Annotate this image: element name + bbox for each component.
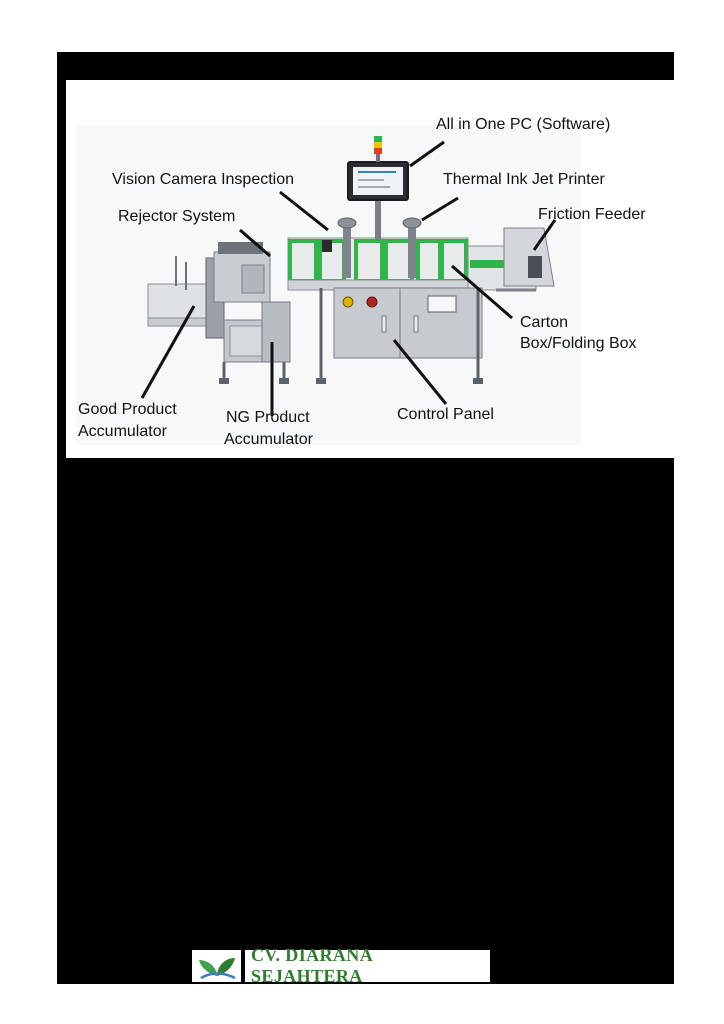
label-control-panel: Control Panel — [397, 406, 494, 423]
printer-heads — [322, 217, 422, 278]
label-ng-product-line1: NG Product — [226, 409, 310, 426]
label-good-product-line1: Good Product — [78, 401, 177, 418]
label-carton-line2: Box/Folding Box — [520, 335, 637, 352]
ng-product-box — [219, 301, 291, 384]
label-vision-camera: Vision Camera Inspection — [112, 171, 295, 188]
label-friction-feeder: Friction Feeder — [538, 206, 646, 223]
all-in-one-pc — [347, 136, 409, 240]
label-carton-line1: Carton — [520, 314, 569, 331]
control-cabinet — [316, 287, 483, 384]
callout-leader-lines — [140, 140, 557, 416]
rejector-unit — [205, 242, 271, 339]
company-logo-bar: CV. DIARANA SEJAHTERA — [192, 945, 490, 986]
label-all-in-one-pc: All in One PC (Software) — [436, 116, 611, 133]
machine-diagram: All in One PC (Software) Vision Camera I… — [66, 80, 674, 458]
label-thermal-printer: Thermal Ink Jet Printer — [443, 171, 605, 188]
machine-illustration — [76, 125, 581, 445]
label-good-product-line2: Accumulator — [78, 423, 167, 440]
friction-feeder — [467, 227, 555, 292]
leaf-sprout-logo-icon — [192, 950, 242, 982]
company-name: CV. DIARANA SEJAHTERA — [245, 945, 490, 986]
label-rejector-system: Rejector System — [118, 208, 236, 225]
main-conveyor — [287, 237, 489, 291]
label-ng-product-line2: Accumulator — [224, 431, 313, 448]
